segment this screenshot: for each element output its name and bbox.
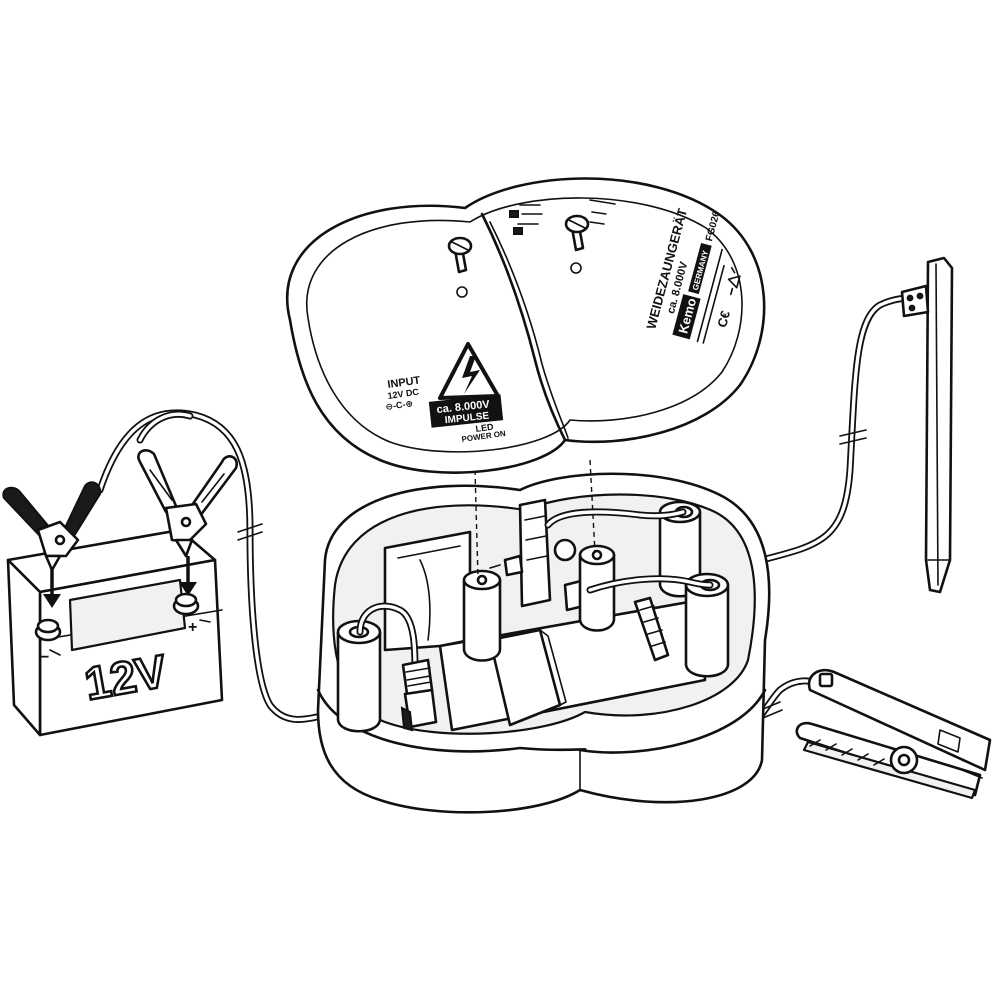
high-voltage-warning-icon	[438, 342, 500, 400]
led-label: LED	[475, 422, 495, 434]
battery-plus-terminal	[172, 592, 200, 616]
connect-arrow-minus	[43, 568, 61, 608]
potentiometer	[553, 538, 577, 562]
ground-stake	[900, 256, 954, 594]
energizer-lid: ca. 8.000V IMPULSE INPUT 12V DC ⊖-C-⊕ LE…	[286, 177, 766, 474]
battery-minus-label: −	[40, 649, 49, 666]
battery-plus-label: +	[188, 619, 197, 636]
recycle-icon	[727, 266, 741, 296]
black-battery-clamp	[2, 481, 102, 572]
post-right-front	[684, 572, 730, 678]
fence-wire-clip	[795, 668, 992, 800]
battery-minus-terminal	[34, 618, 62, 642]
input-label: INPUT	[387, 374, 422, 391]
stake-terminal-clamp	[900, 284, 930, 318]
lid-screw-right	[564, 214, 590, 274]
ce-mark: C€	[714, 309, 733, 329]
input-polarity: ⊖-C-⊕	[385, 398, 414, 412]
input-spec: 12V DC	[387, 387, 420, 401]
cable-break-mark	[237, 523, 263, 541]
spring-clip	[633, 596, 670, 662]
red-battery-clamp	[137, 449, 238, 558]
connect-arrow-plus	[179, 556, 197, 596]
cable-break-mark-2	[839, 429, 867, 445]
lid-screw-left	[447, 236, 473, 298]
post-center-left	[462, 569, 502, 662]
post-center-right	[578, 544, 616, 632]
setting-legend	[509, 199, 616, 235]
car-battery: − + 12V	[6, 528, 224, 737]
energizer-housing	[316, 472, 771, 814]
dc-input-plug	[400, 658, 438, 732]
warning-voltage: ca. 8.000V	[436, 398, 491, 416]
brand-logo-box	[672, 294, 701, 340]
warning-label-box	[428, 394, 504, 428]
post-left-rear	[336, 619, 382, 733]
warning-type: IMPULSE	[444, 411, 490, 427]
